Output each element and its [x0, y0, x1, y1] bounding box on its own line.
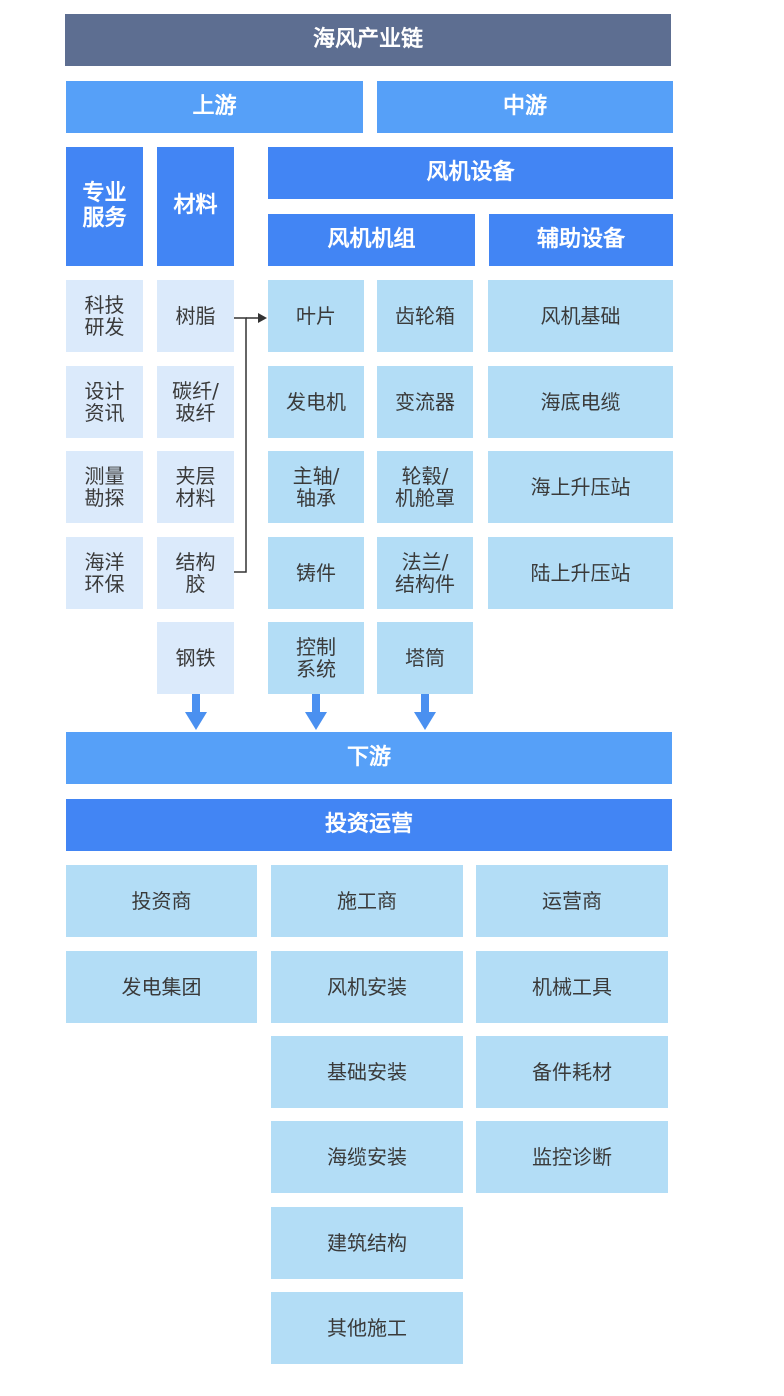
arrow-right-icon — [258, 313, 267, 323]
downstream-item: 发电集团 — [66, 951, 257, 1023]
item-label: 齿轮箱 — [395, 304, 455, 328]
downstream-item: 备件耗材 — [476, 1036, 668, 1108]
turbine-component: 铸件 — [268, 537, 364, 609]
item-label: 结构 胶 — [175, 550, 216, 596]
item-label: 夹层 材料 — [175, 464, 216, 510]
category-label: 风机机组 — [327, 226, 416, 252]
item-label: 塔筒 — [405, 646, 445, 670]
item-label: 测量 勘探 — [84, 464, 125, 510]
turbine-component: 齿轮箱 — [377, 280, 473, 352]
item-label: 变流器 — [395, 390, 455, 414]
auxiliary-item: 风机基础 — [488, 280, 673, 352]
downstream-item: 其他施工 — [271, 1292, 463, 1364]
turbine-component: 控制 系统 — [268, 622, 364, 694]
item-label: 海缆安装 — [327, 1145, 407, 1169]
item-label: 科技 研发 — [84, 293, 125, 339]
stage-downstream: 下游 — [66, 732, 672, 784]
chain-title: 海风产业链 — [65, 14, 671, 66]
category-label: 专业 服务 — [82, 181, 127, 231]
item-label: 施工商 — [337, 889, 397, 913]
category-professional-services: 专业 服务 — [66, 147, 143, 266]
services-item: 海洋 环保 — [66, 537, 143, 609]
category-label: 投资运营 — [324, 811, 413, 837]
item-label: 碳纤/ 玻纤 — [172, 379, 219, 425]
item-label: 海洋 环保 — [84, 550, 125, 596]
category-investment-operation: 投资运营 — [66, 799, 672, 851]
chain-title-text: 海风产业链 — [312, 26, 423, 52]
materials-item: 树脂 — [157, 280, 234, 352]
stage-downstream-label: 下游 — [346, 744, 391, 770]
materials-item: 夹层 材料 — [157, 451, 234, 523]
category-turbine-unit: 风机机组 — [268, 214, 475, 266]
down-arrow-icon — [305, 694, 327, 730]
stage-midstream: 中游 — [377, 81, 673, 133]
item-label: 其他施工 — [327, 1316, 407, 1340]
item-label: 海底电缆 — [540, 390, 621, 414]
down-arrow-icon — [414, 694, 436, 730]
category-auxiliary-equipment: 辅助设备 — [489, 214, 673, 266]
item-label: 建筑结构 — [327, 1231, 407, 1255]
auxiliary-item: 海底电缆 — [488, 366, 673, 438]
materials-item: 碳纤/ 玻纤 — [157, 366, 234, 438]
item-label: 发电机 — [286, 390, 346, 414]
materials-item: 结构 胶 — [157, 537, 234, 609]
materials-to-blade-connector — [234, 313, 267, 573]
stage-upstream: 上游 — [66, 81, 363, 133]
turbine-component: 发电机 — [268, 366, 364, 438]
downstream-item: 海缆安装 — [271, 1121, 463, 1193]
item-label: 主轴/ 轴承 — [292, 464, 340, 510]
category-materials: 材料 — [157, 147, 234, 266]
turbine-component: 法兰/ 结构件 — [377, 537, 473, 609]
downstream-item: 建筑结构 — [271, 1207, 463, 1279]
materials-item: 钢铁 — [157, 622, 234, 694]
item-label: 控制 系统 — [296, 635, 336, 681]
stage-midstream-label: 中游 — [502, 93, 547, 119]
item-label: 设计 资讯 — [84, 379, 125, 425]
downstream-item: 机械工具 — [476, 951, 668, 1023]
downstream-item: 风机安装 — [271, 951, 463, 1023]
item-label: 陆上升压站 — [530, 561, 631, 585]
auxiliary-item: 海上升压站 — [488, 451, 673, 523]
downstream-item: 监控诊断 — [476, 1121, 668, 1193]
services-item: 测量 勘探 — [66, 451, 143, 523]
turbine-component: 塔筒 — [377, 622, 473, 694]
item-label: 叶片 — [296, 304, 336, 328]
item-label: 树脂 — [175, 304, 216, 328]
item-label: 投资商 — [131, 889, 192, 913]
item-label: 机械工具 — [532, 975, 612, 999]
bracket-line — [234, 317, 247, 573]
down-arrow-icon — [185, 694, 207, 730]
item-label: 钢铁 — [175, 646, 216, 670]
downstream-item: 运营商 — [476, 865, 668, 937]
services-item: 科技 研发 — [66, 280, 143, 352]
services-item: 设计 资讯 — [66, 366, 143, 438]
auxiliary-item: 陆上升压站 — [488, 537, 673, 609]
category-label: 材料 — [173, 193, 218, 219]
item-label: 发电集团 — [121, 975, 202, 999]
item-label: 轮毂/ 机舱罩 — [395, 464, 455, 510]
turbine-component: 轮毂/ 机舱罩 — [377, 451, 473, 523]
turbine-component: 主轴/ 轴承 — [268, 451, 364, 523]
downstream-item: 投资商 — [66, 865, 257, 937]
item-label: 基础安装 — [327, 1060, 407, 1084]
category-turbine-equipment: 风机设备 — [268, 147, 673, 199]
item-label: 风机安装 — [327, 975, 407, 999]
item-label: 运营商 — [542, 889, 602, 913]
downstream-item: 施工商 — [271, 865, 463, 937]
downstream-item: 基础安装 — [271, 1036, 463, 1108]
item-label: 监控诊断 — [532, 1145, 612, 1169]
item-label: 海上升压站 — [530, 475, 631, 499]
turbine-component: 叶片 — [268, 280, 364, 352]
category-label: 风机设备 — [426, 159, 515, 185]
stage-upstream-label: 上游 — [192, 93, 237, 119]
item-label: 铸件 — [296, 561, 336, 585]
category-label: 辅助设备 — [536, 226, 625, 252]
item-label: 法兰/ 结构件 — [395, 550, 455, 596]
turbine-component: 变流器 — [377, 366, 473, 438]
item-label: 风机基础 — [540, 304, 621, 328]
item-label: 备件耗材 — [532, 1060, 612, 1084]
